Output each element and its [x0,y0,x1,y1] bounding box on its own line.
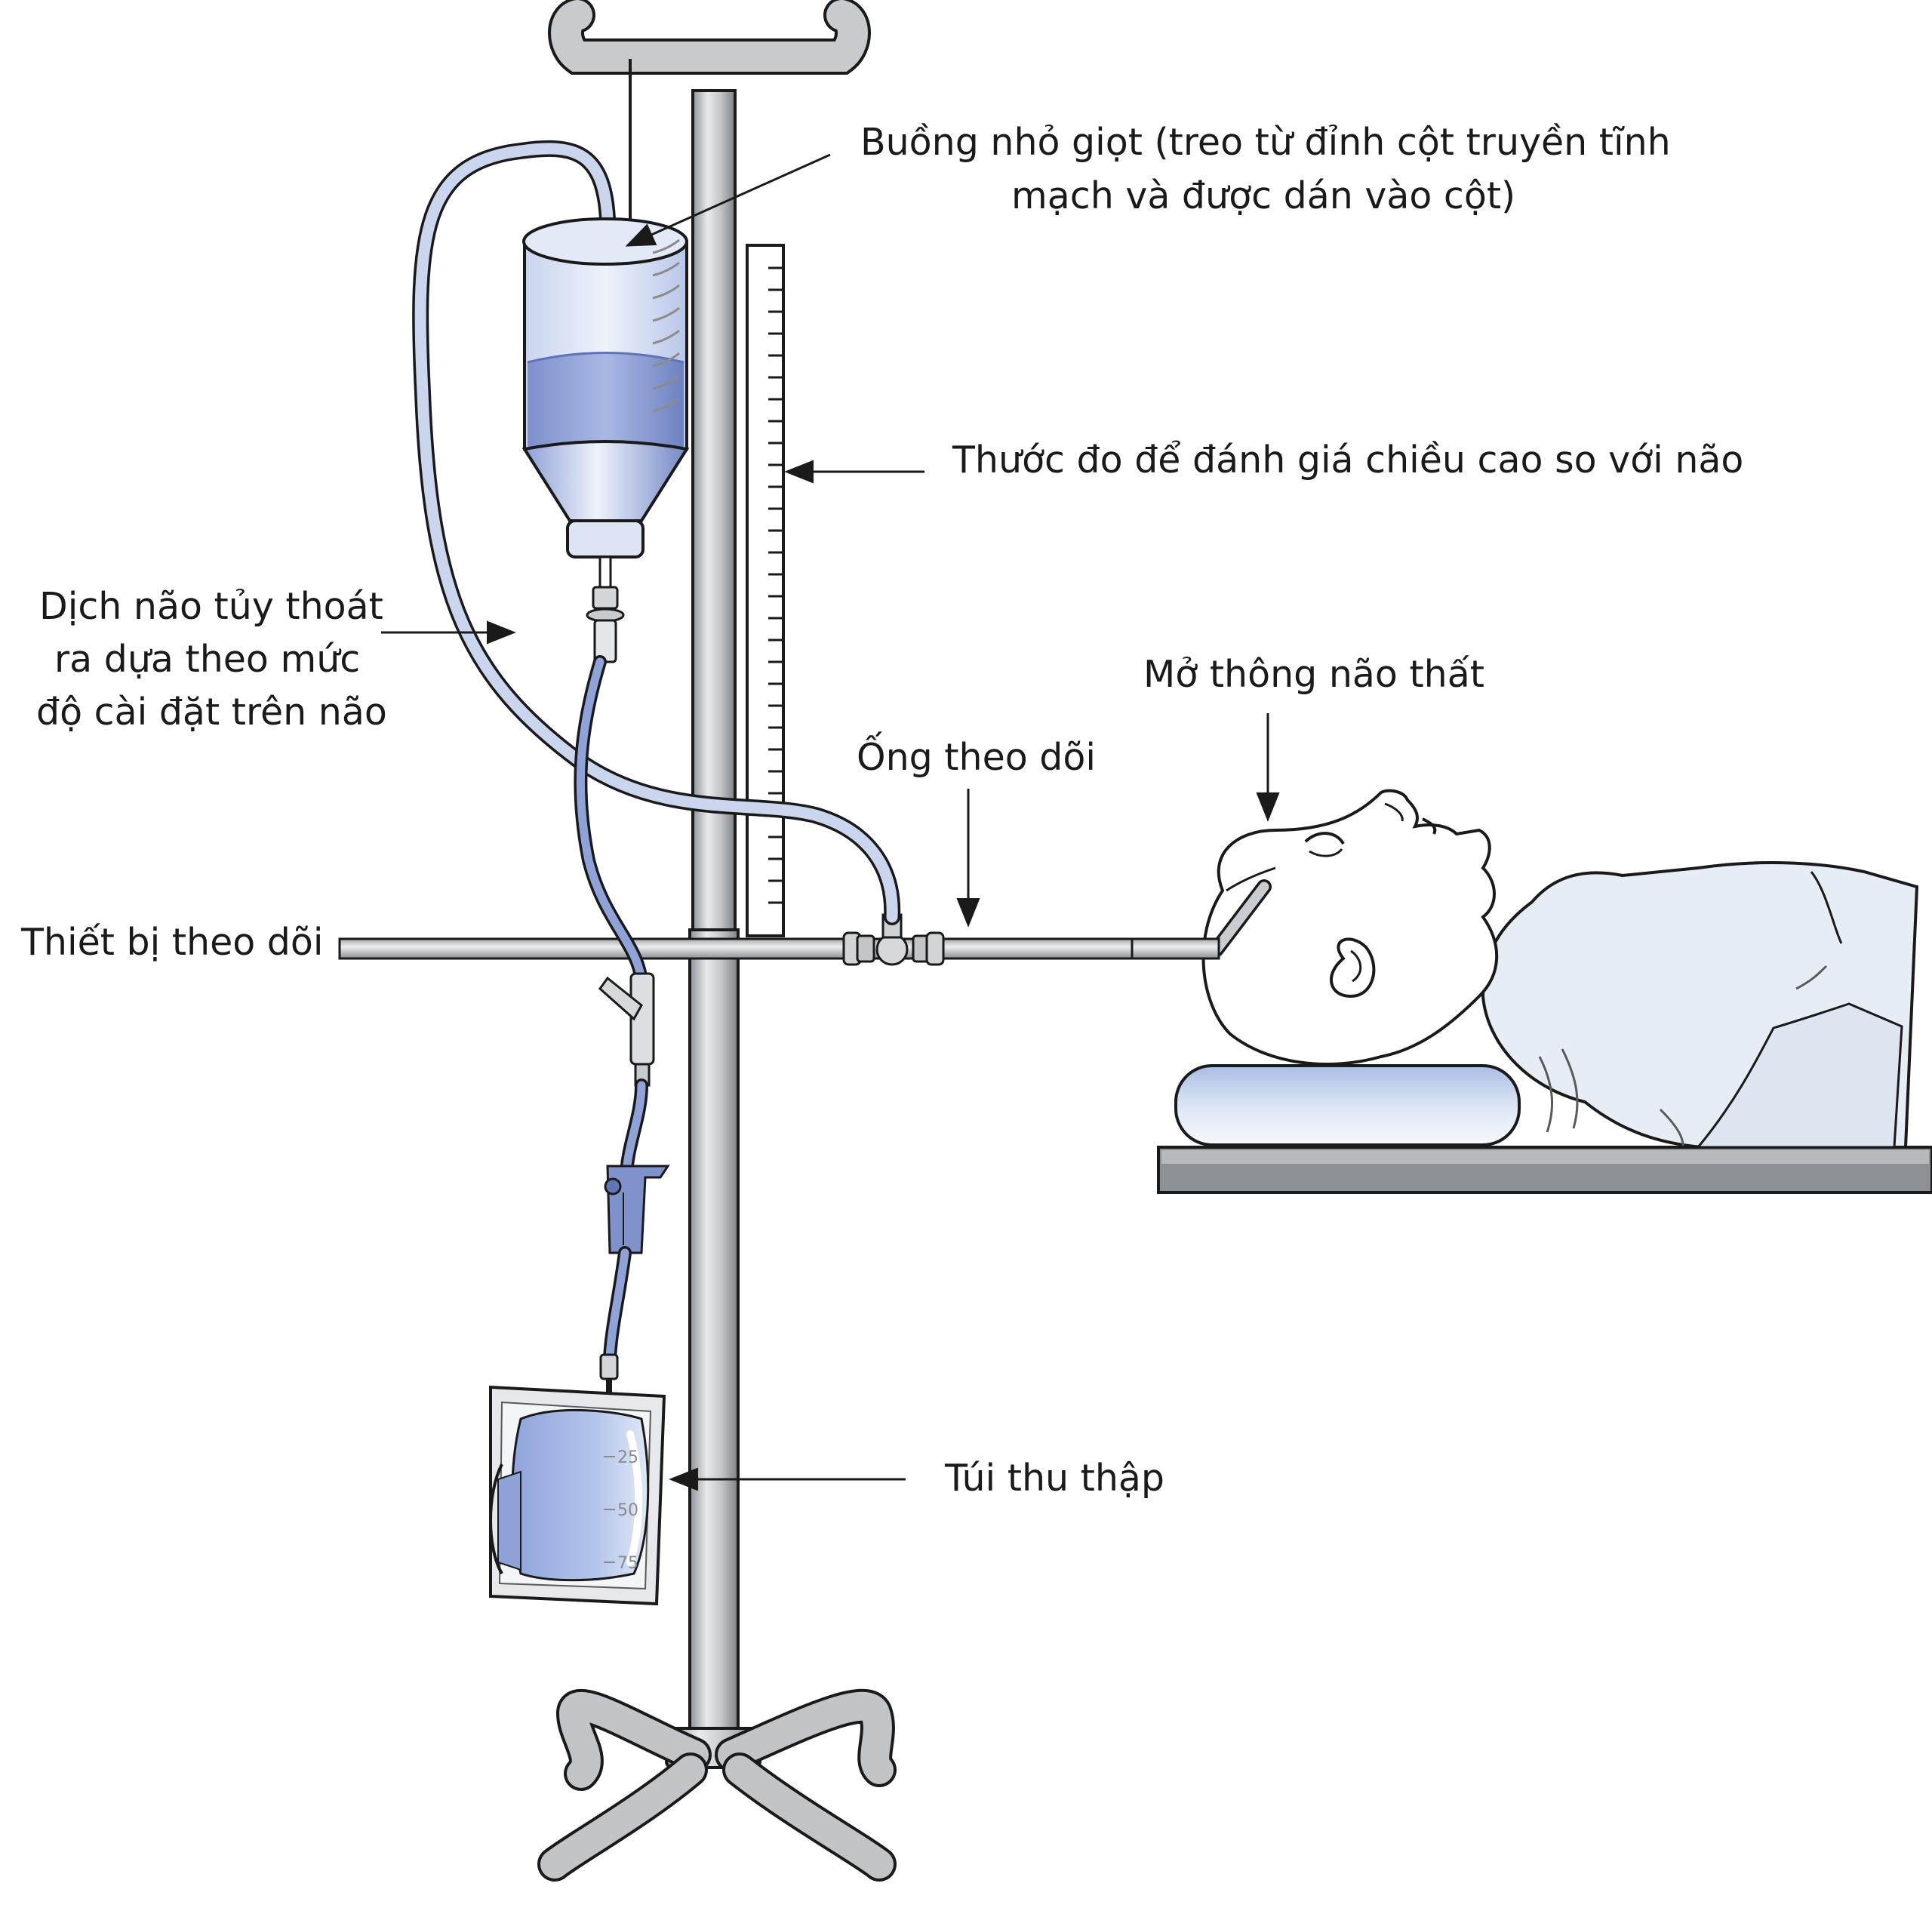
roller-clamp[interactable] [604,1165,670,1254]
iv-pole [537,0,897,1882]
connector-right [925,931,945,966]
drain-line [574,655,670,1411]
drip-chamber [521,217,690,663]
patient-ear [1330,937,1376,999]
ruler [746,244,785,937]
patient [1131,789,1919,1149]
label-csf-2: ra dựa theo mức [54,638,360,681]
bag-scale-75: 75 [617,1554,638,1573]
label-monitor-tube: Ống theo dõi [857,731,1096,779]
label-collection-bag: Túi thu thập [944,1457,1164,1500]
label-drip-chamber-1: Buồng nhỏ giọt (treo từ đỉnh cột truyền … [860,121,1671,164]
overflow-tube [412,140,901,925]
label-csf-1: Dịch não tủy thoát [39,585,383,628]
arrow-drip-chamber [625,153,831,247]
stopcock[interactable] [875,933,909,966]
y-port-branch[interactable] [598,976,643,1021]
label-ventriculostomy: Mở thông não thất [1143,653,1484,696]
bag-scale-25: 25 [617,1448,638,1467]
annotation-arrows [381,153,1280,1491]
bag-scale-50: 50 [617,1501,638,1520]
label-csf-3: độ cài đặt trên não [36,691,387,734]
pillow [1174,1064,1521,1146]
collection-bag: 25 50 75 [489,1385,666,1606]
patient-head [1201,789,1499,1066]
label-drip-chamber-2: mạch và được dán vào cột) [1011,174,1515,217]
pole-base [537,1688,897,1882]
label-monitor-device: Thiết bị theo dõi [20,921,324,964]
label-ruler: Thước đo để đánh giá chiều cao so với nã… [952,438,1743,482]
bag-scale [604,1456,615,1563]
bed [1157,1146,1932,1194]
